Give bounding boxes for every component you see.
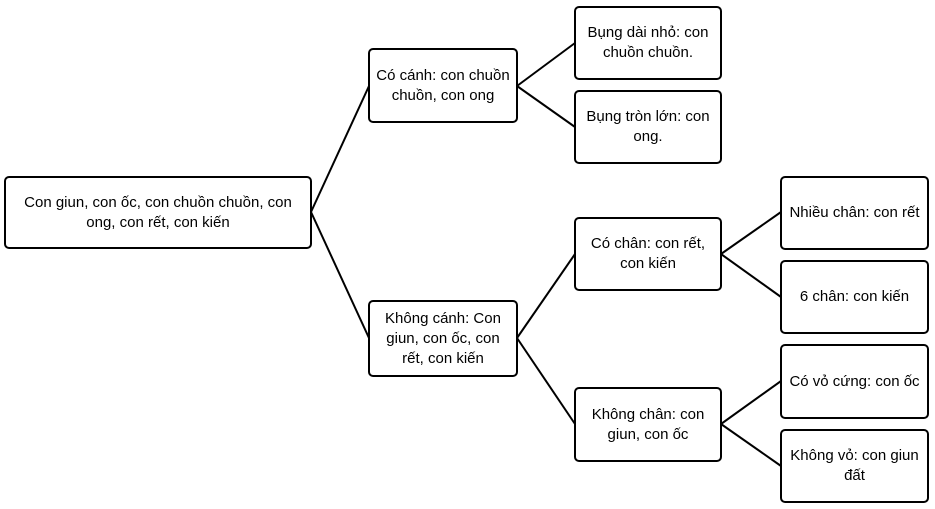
connector-khong-canh-khong-chan bbox=[516, 337, 576, 425]
node-nhieu-chan-label: Nhiều chân: con rết bbox=[789, 204, 920, 221]
node-sau-chan-label: 6 chân: con kiến bbox=[799, 288, 910, 305]
connector-khong-canh-co-chan bbox=[516, 253, 576, 339]
node-root-label: Con giun, con ốc, con chuồn chuồn, con o… bbox=[24, 193, 292, 231]
node-co-canh: Có cánh: con chuồn chuồn, con ong bbox=[368, 48, 518, 123]
node-sau-chan: 6 chân: con kiến bbox=[780, 260, 929, 334]
node-khong-canh-label: Không cánh: Con giun, con ốc, con rết, c… bbox=[385, 309, 501, 367]
connector-khong-chan-co-vo bbox=[720, 380, 782, 425]
node-khong-vo-label: Không vỏ: con giun đất bbox=[790, 447, 919, 484]
connector-co-canh-bung-dai bbox=[516, 42, 576, 87]
connector-khong-chan-khong-vo bbox=[720, 423, 782, 467]
node-bung-tron: Bụng tròn lớn: con ong. bbox=[574, 90, 722, 164]
node-khong-chan-label: Không chân: con giun, con ốc bbox=[591, 405, 705, 443]
node-co-chan-label: Có chân: con rết, con kiến bbox=[590, 235, 706, 272]
connector-co-chan-nhieu-chan bbox=[720, 211, 782, 255]
node-bung-dai-label: Bụng dài nhỏ: con chuồn chuồn. bbox=[587, 24, 709, 61]
node-bung-tron-label: Bụng tròn lớn: con ong. bbox=[586, 108, 710, 145]
node-co-vo-label: Có vỏ cứng: con ốc bbox=[789, 372, 920, 390]
node-co-vo: Có vỏ cứng: con ốc bbox=[780, 344, 929, 419]
node-root: Con giun, con ốc, con chuồn chuồn, con o… bbox=[4, 176, 312, 249]
connector-root-co-canh bbox=[310, 85, 370, 213]
node-khong-chan: Không chân: con giun, con ốc bbox=[574, 387, 722, 462]
connector-root-khong-canh bbox=[310, 211, 370, 339]
connector-co-chan-sau-chan bbox=[720, 253, 782, 298]
connector-co-canh-bung-tron bbox=[516, 85, 576, 128]
node-co-canh-label: Có cánh: con chuồn chuồn, con ong bbox=[376, 66, 510, 104]
node-nhieu-chan: Nhiều chân: con rết bbox=[780, 176, 929, 250]
node-khong-canh: Không cánh: Con giun, con ốc, con rết, c… bbox=[368, 300, 518, 377]
node-co-chan: Có chân: con rết, con kiến bbox=[574, 217, 722, 291]
node-khong-vo: Không vỏ: con giun đất bbox=[780, 429, 929, 503]
node-bung-dai: Bụng dài nhỏ: con chuồn chuồn. bbox=[574, 6, 722, 80]
